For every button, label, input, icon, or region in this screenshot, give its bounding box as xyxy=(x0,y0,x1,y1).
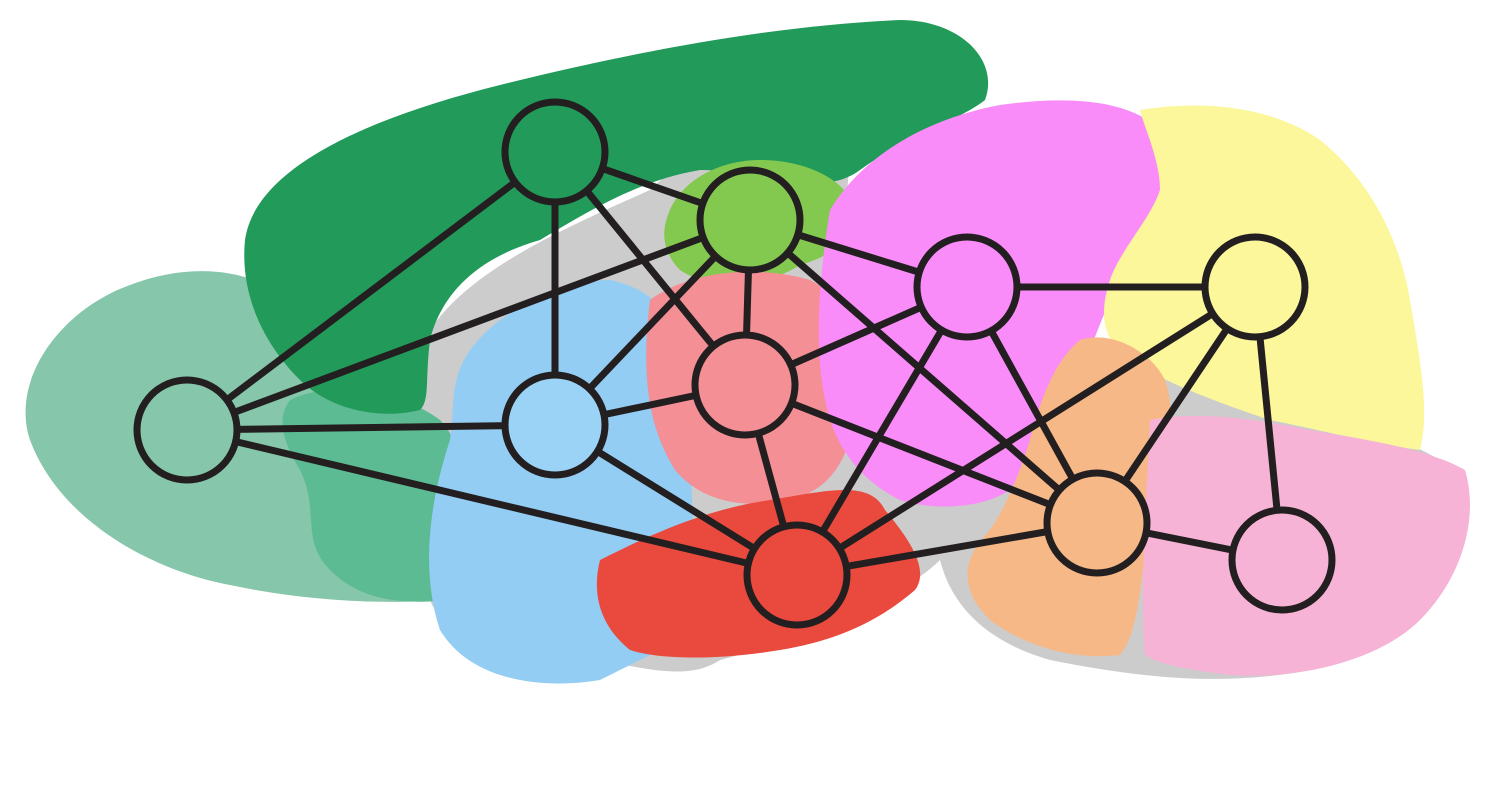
striatum-node xyxy=(501,371,609,479)
network-nodes-layer xyxy=(133,98,1336,629)
pons-node xyxy=(1043,469,1151,577)
edge-olfactory-cortex xyxy=(183,148,559,434)
edge-hypothalamus-midbrain xyxy=(793,283,971,579)
cerebellum-node xyxy=(1201,233,1309,341)
hippocampus-node xyxy=(696,166,804,274)
cortex-node xyxy=(501,98,609,206)
medulla-node xyxy=(1228,506,1336,614)
edge-cerebellum-hypothalamus xyxy=(793,283,1259,579)
edge-thalamus-pons xyxy=(741,381,1101,527)
edge-hippocampus-pons xyxy=(746,216,1101,527)
edge-olfactory-hypothalamus xyxy=(183,426,801,579)
hypothalamus-node xyxy=(743,521,851,629)
edge-olfactory-hippocampus xyxy=(183,216,754,434)
midbrain-node xyxy=(913,233,1021,341)
edge-olfactory-striatum xyxy=(183,421,559,434)
region-cortex xyxy=(244,20,989,414)
thalamus-node xyxy=(691,331,799,439)
olfactory-node xyxy=(133,376,241,484)
region-olfactory-inner xyxy=(282,389,464,602)
